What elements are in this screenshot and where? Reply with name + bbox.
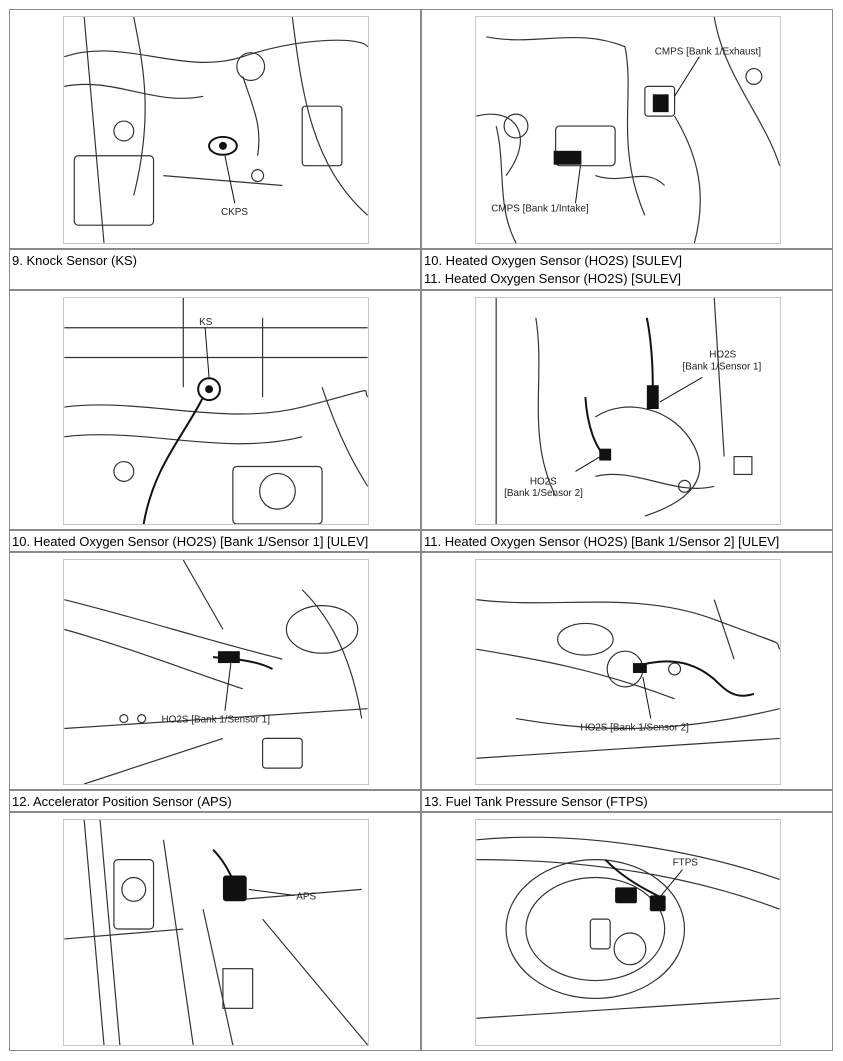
- aps-diagram: APS: [64, 820, 368, 1045]
- ho2s-sulev-diagram: HO2S [Bank 1/Sensor 1] HO2S [Bank 1/Sens…: [495, 298, 762, 524]
- ks-illustration: KS: [63, 297, 369, 525]
- caption-sulev-2: 11. Heated Oxygen Sensor (HO2S) [SULEV]: [424, 271, 681, 286]
- caption-cell-ulev-2: 11. Heated Oxygen Sensor (HO2S) [Bank 1/…: [421, 530, 833, 552]
- caption-ulev-1: 10. Heated Oxygen Sensor (HO2S) [Bank 1/…: [12, 534, 369, 549]
- caption-cell-aps: 12. Accelerator Position Sensor (APS): [9, 790, 421, 812]
- aps-label: APS: [296, 891, 316, 902]
- ho2s-sensor-1-label-a: HO2S: [709, 349, 736, 360]
- ho2s-sulev-illustration: HO2S [Bank 1/Sensor 1] HO2S [Bank 1/Sens…: [475, 297, 781, 525]
- figure-cell-ks: KS: [9, 290, 421, 530]
- ftps-illustration: FTPS: [475, 819, 781, 1046]
- aps-illustration: APS: [63, 819, 369, 1046]
- ho2s-ulev-2-diagram: HO2S [Bank 1/Sensor 2]: [476, 599, 780, 759]
- ckps-diagram: CKPS: [64, 17, 368, 243]
- ckps-illustration: CKPS: [63, 16, 369, 244]
- figure-cell-ho2s-ulev-2: HO2S [Bank 1/Sensor 2]: [421, 552, 833, 790]
- ho2s-ulev-2-illustration: HO2S [Bank 1/Sensor 2]: [475, 559, 781, 785]
- figure-cell-ckps: CKPS: [9, 9, 421, 249]
- caption-sulev-1: 10. Heated Oxygen Sensor (HO2S) [SULEV]: [424, 253, 682, 268]
- ho2s-sensor-1-label-b: [Bank 1/Sensor 1]: [683, 361, 762, 372]
- ho2s-sensor-2-label-b: [Bank 1/Sensor 2]: [504, 488, 583, 499]
- cmps-intake-label: CMPS [Bank 1/Intake]: [491, 203, 589, 214]
- ckps-label: CKPS: [221, 207, 248, 218]
- figure-cell-ho2s-ulev-1: HO2S [Bank 1/Sensor 1]: [9, 552, 421, 790]
- cmps-illustration: CMPS [Bank 1/Exhaust] CMPS [Bank 1/Intak…: [475, 16, 781, 244]
- ho2s-sensor-2-label-a: HO2S: [530, 476, 557, 487]
- ftps-diagram: FTPS: [476, 836, 780, 1019]
- caption-cell-sulev: 10. Heated Oxygen Sensor (HO2S) [SULEV] …: [421, 249, 833, 290]
- ho2s-ulev-1-illustration: HO2S [Bank 1/Sensor 1]: [63, 559, 369, 785]
- ftps-label: FTPS: [673, 858, 699, 869]
- ho2s-ulev-1-diagram: HO2S [Bank 1/Sensor 1]: [64, 560, 368, 784]
- caption-cell-ftps: 13. Fuel Tank Pressure Sensor (FTPS): [421, 790, 833, 812]
- cmps-exhaust-label: CMPS [Bank 1/Exhaust]: [655, 47, 762, 58]
- caption-ftps: 13. Fuel Tank Pressure Sensor (FTPS): [424, 794, 648, 809]
- caption-cell-ulev-1: 10. Heated Oxygen Sensor (HO2S) [Bank 1/…: [9, 530, 421, 552]
- ks-label: KS: [199, 317, 213, 328]
- figure-cell-cmps: CMPS [Bank 1/Exhaust] CMPS [Bank 1/Intak…: [421, 9, 833, 249]
- caption-ks: 9. Knock Sensor (KS): [12, 253, 137, 268]
- caption-ulev-2: 11. Heated Oxygen Sensor (HO2S) [Bank 1/…: [424, 534, 780, 549]
- caption-cell-ks: 9. Knock Sensor (KS): [9, 249, 421, 290]
- figure-cell-aps: APS: [9, 812, 421, 1051]
- ho2s-ulev-1-label: HO2S [Bank 1/Sensor 1]: [161, 715, 270, 726]
- ks-diagram: KS: [64, 298, 368, 524]
- caption-aps: 12. Accelerator Position Sensor (APS): [12, 794, 232, 809]
- figure-cell-ftps: FTPS: [421, 812, 833, 1051]
- figure-cell-ho2s-sulev: HO2S [Bank 1/Sensor 1] HO2S [Bank 1/Sens…: [421, 290, 833, 530]
- ho2s-ulev-2-label: HO2S [Bank 1/Sensor 2]: [580, 722, 689, 733]
- cmps-diagram: CMPS [Bank 1/Exhaust] CMPS [Bank 1/Intak…: [476, 17, 780, 243]
